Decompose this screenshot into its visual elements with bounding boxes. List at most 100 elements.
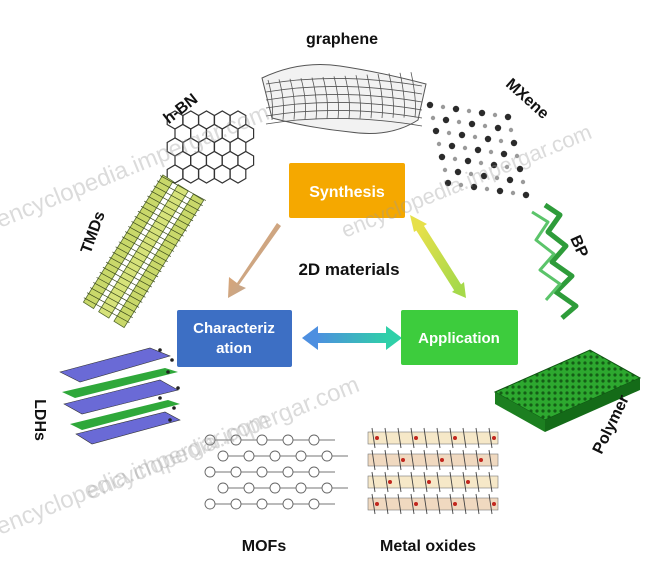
hbn-hexagon (213, 164, 231, 184)
mxene-atom (448, 142, 456, 150)
mofs-illustration (204, 434, 348, 510)
mxene-atom (522, 191, 530, 199)
mof-node (308, 434, 320, 446)
oxide-bond (436, 449, 441, 471)
tmd-bond (124, 231, 172, 257)
mxene-atom (456, 119, 462, 125)
oxide-bond (475, 427, 480, 449)
ldh-atom (158, 348, 162, 352)
hbn-hexagon (182, 164, 200, 184)
oxide-bond (462, 493, 467, 515)
oxide-bond (488, 471, 493, 493)
oxide-bond (371, 449, 376, 471)
mof-node (269, 482, 281, 494)
hbn-hexagon (229, 164, 247, 184)
oxide-bond (410, 427, 415, 449)
mxene-atom (458, 182, 464, 188)
graphene-bond (311, 77, 317, 120)
ldh-atom (172, 406, 176, 410)
mof-node (230, 498, 242, 510)
mxene-atom (506, 176, 514, 184)
oxide-bond (488, 449, 493, 471)
oxygen-atom (375, 436, 379, 440)
arrow-characterization-application (302, 326, 402, 350)
mxene-atom (492, 112, 498, 118)
mof-node (282, 498, 294, 510)
graphene-bond (333, 76, 339, 119)
mof-node (243, 482, 255, 494)
mxene-illustration (426, 101, 530, 199)
oxide-bond (436, 427, 441, 449)
graphene-bond (300, 78, 306, 120)
oxide-bond (488, 493, 493, 515)
mxene-atom (484, 135, 492, 143)
oxide-bond (462, 471, 467, 493)
tmd-bond (144, 200, 191, 227)
oxygen-atom (375, 502, 379, 506)
mof-node (308, 466, 320, 478)
graphene-bond (265, 94, 423, 103)
tmd-bond (134, 216, 181, 242)
tmd-bond (99, 271, 146, 298)
graphene-bond (322, 76, 328, 120)
tmd-bond (153, 185, 200, 212)
oxygen-atom (479, 458, 483, 462)
tmd-bond (137, 210, 184, 237)
tmd-bond (150, 190, 197, 217)
graphene-illustration (261, 64, 427, 134)
oxide-bond (488, 427, 493, 449)
ldhs-illustration (59, 347, 181, 445)
mxene-atom (452, 105, 460, 113)
oxygen-atom (453, 502, 457, 506)
mxene-atom (494, 124, 502, 132)
characterization-label-line2: ation (216, 340, 252, 357)
mof-node (256, 498, 268, 510)
tmds-label: TMDs (78, 209, 109, 256)
tmd-bond (118, 241, 165, 268)
tmd-bond (156, 180, 203, 207)
oxygen-atom (466, 480, 470, 484)
oxygen-atom (414, 502, 418, 506)
graphene-bond (265, 78, 423, 87)
mxene-atom (508, 127, 514, 133)
graphene-label: graphene (306, 31, 378, 48)
oxide-bond (475, 493, 480, 515)
mof-node (217, 482, 229, 494)
oxide-bond (423, 449, 428, 471)
oxygen-atom (414, 436, 418, 440)
center-label: 2D materials (298, 260, 399, 279)
mxene-atom (504, 164, 510, 170)
mxene-atom (484, 186, 490, 192)
mxene-atom (510, 139, 518, 147)
tmd-bond (86, 292, 133, 318)
oxide-bond (449, 427, 454, 449)
mxene-atom (472, 134, 478, 140)
oxide-layer (367, 475, 499, 489)
oxide-bond (397, 427, 402, 449)
oxide-bond (436, 493, 441, 515)
characterization-box-bg (177, 310, 292, 367)
mxene-atom (510, 190, 516, 196)
oxide-bond (410, 471, 415, 493)
mof-node (243, 450, 255, 462)
graphene-bond (344, 75, 350, 119)
mxene-atom (516, 165, 524, 173)
bp-label: BP (566, 233, 591, 261)
mxene-atom (452, 156, 458, 162)
ldh-atom (168, 418, 172, 422)
mxene-atom (436, 141, 442, 147)
mof-node (295, 482, 307, 494)
mxene-atom (454, 168, 462, 176)
mxene-atom (446, 130, 452, 136)
mof-node (204, 466, 216, 478)
mof-node (282, 434, 294, 446)
ldh-atom (166, 370, 170, 374)
oxide-bond (449, 493, 454, 515)
synthesis-box: Synthesis (289, 163, 405, 218)
mxene-atom (482, 123, 488, 129)
mxene-atom (466, 108, 472, 114)
arrow-synthesis-to-characterization (228, 223, 281, 298)
oxide-layer (367, 431, 499, 445)
ldh-atom (176, 386, 180, 390)
